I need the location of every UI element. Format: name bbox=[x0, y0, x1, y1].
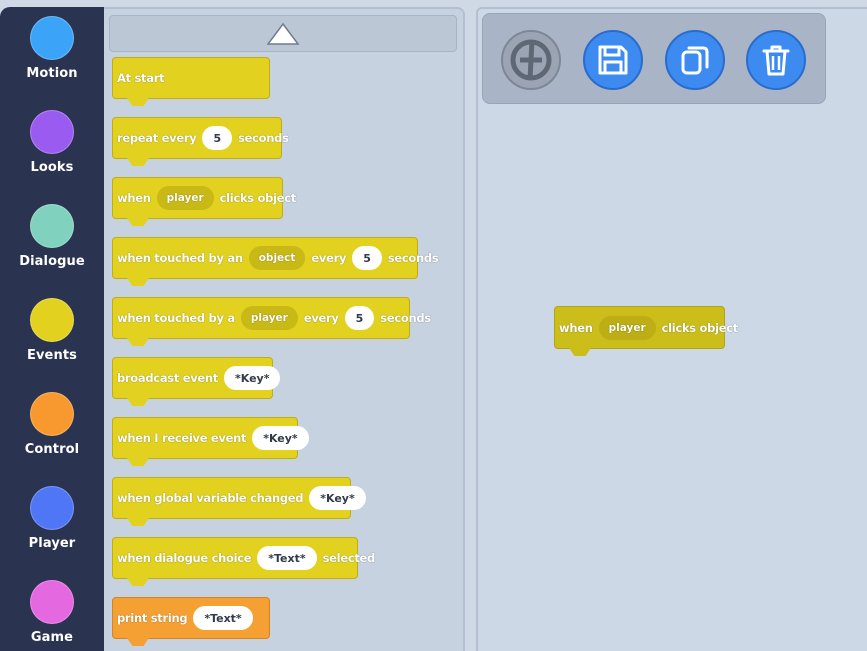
category-label: Events bbox=[27, 348, 77, 363]
seconds-input[interactable]: 5 bbox=[344, 306, 375, 330]
disabled-logo-button[interactable] bbox=[501, 30, 561, 90]
block-notch bbox=[127, 158, 149, 166]
category-motion[interactable]: Motion bbox=[0, 16, 104, 81]
save-icon bbox=[598, 45, 628, 75]
copy-icon bbox=[681, 46, 709, 75]
events-color-icon bbox=[30, 298, 74, 342]
category-control[interactable]: Control bbox=[0, 392, 104, 457]
block-text: when global variable changed bbox=[117, 491, 304, 505]
control-color-icon bbox=[30, 392, 74, 436]
category-sidebar: Motion Looks Dialogue Events Control Pla… bbox=[0, 7, 104, 651]
category-looks[interactable]: Looks bbox=[0, 110, 104, 175]
palette-scroll-up-button[interactable] bbox=[109, 15, 457, 52]
block-text: clicks object bbox=[219, 191, 297, 205]
workspace-toolbar bbox=[482, 13, 826, 104]
block-print-string[interactable]: print string *Text* bbox=[112, 597, 270, 646]
block-notch bbox=[127, 218, 149, 226]
category-label: Player bbox=[28, 536, 76, 551]
block-when-touched-by-a[interactable]: when touched by a player every 5 seconds bbox=[112, 297, 431, 346]
event-key-input[interactable]: *Key* bbox=[224, 366, 281, 390]
block-notch bbox=[127, 458, 149, 466]
block-text: print string bbox=[117, 611, 188, 625]
block-notch bbox=[127, 638, 149, 646]
block-text: every bbox=[303, 311, 339, 325]
seconds-input[interactable]: 5 bbox=[202, 126, 233, 150]
category-label: Dialogue bbox=[19, 254, 85, 269]
block-text: when dialogue choice bbox=[117, 551, 252, 565]
block-when-global-variable-changed[interactable]: when global variable changed *Key* bbox=[112, 477, 366, 526]
motion-color-icon bbox=[30, 16, 74, 60]
category-label: Control bbox=[24, 442, 80, 457]
delete-button[interactable] bbox=[746, 30, 806, 90]
block-when-clicks-object[interactable]: when player clicks object bbox=[112, 177, 296, 226]
category-label: Game bbox=[30, 630, 74, 645]
block-text: when touched by a bbox=[117, 311, 235, 325]
target-dropdown[interactable]: player bbox=[240, 306, 298, 330]
block-repeat-every[interactable]: repeat every 5 seconds bbox=[112, 117, 289, 166]
block-text: when touched by an bbox=[117, 251, 243, 265]
variable-key-input[interactable]: *Key* bbox=[309, 486, 366, 510]
triangle-up-icon bbox=[266, 22, 300, 45]
block-text: seconds bbox=[238, 131, 289, 145]
block-text: repeat every bbox=[117, 131, 197, 145]
save-button[interactable] bbox=[583, 30, 643, 90]
block-text: when bbox=[559, 320, 593, 335]
category-game[interactable]: Game bbox=[0, 580, 104, 645]
workspace-block-when-clicks-object[interactable]: when player clicks object bbox=[554, 306, 738, 356]
block-notch bbox=[127, 578, 149, 586]
block-text: when bbox=[117, 191, 151, 205]
block-text: broadcast event bbox=[117, 371, 218, 385]
block-text: every bbox=[311, 251, 347, 265]
category-label: Looks bbox=[30, 160, 74, 175]
category-events[interactable]: Events bbox=[0, 298, 104, 363]
block-text: when I receive event bbox=[117, 431, 247, 445]
block-notch bbox=[569, 348, 591, 356]
block-at-start[interactable]: At start bbox=[112, 57, 270, 106]
target-dropdown[interactable]: player bbox=[156, 186, 214, 210]
disabled-logo-icon bbox=[510, 39, 552, 81]
category-dialogue[interactable]: Dialogue bbox=[0, 204, 104, 269]
block-text: clicks object bbox=[661, 320, 739, 335]
block-notch bbox=[127, 338, 149, 346]
block-text: seconds bbox=[387, 251, 439, 265]
block-broadcast-event[interactable]: broadcast event *Key* bbox=[112, 357, 281, 406]
player-color-icon bbox=[30, 486, 74, 530]
copy-button[interactable] bbox=[665, 30, 725, 90]
trash-icon bbox=[762, 45, 790, 76]
target-dropdown[interactable]: object bbox=[248, 246, 306, 270]
string-text-input[interactable]: *Text* bbox=[193, 606, 253, 630]
block-notch bbox=[127, 398, 149, 406]
block-notch bbox=[127, 278, 149, 286]
dialogue-color-icon bbox=[30, 204, 74, 248]
category-player[interactable]: Player bbox=[0, 486, 104, 551]
category-label: Motion bbox=[26, 66, 78, 81]
block-notch bbox=[127, 98, 149, 106]
block-when-touched-by-an[interactable]: when touched by an object every 5 second… bbox=[112, 237, 439, 286]
seconds-input[interactable]: 5 bbox=[352, 246, 382, 270]
event-key-input[interactable]: *Key* bbox=[252, 426, 309, 450]
target-dropdown[interactable]: player bbox=[598, 315, 656, 340]
game-color-icon bbox=[30, 580, 74, 624]
block-text: selected bbox=[322, 551, 376, 565]
looks-color-icon bbox=[30, 110, 74, 154]
block-text: At start bbox=[117, 71, 165, 85]
block-when-i-receive-event[interactable]: when I receive event *Key* bbox=[112, 417, 309, 466]
choice-text-input[interactable]: *Text* bbox=[257, 546, 317, 570]
block-when-dialogue-choice-selected[interactable]: when dialogue choice *Text* selected bbox=[112, 537, 375, 586]
block-notch bbox=[127, 518, 149, 526]
block-text: seconds bbox=[380, 311, 431, 325]
